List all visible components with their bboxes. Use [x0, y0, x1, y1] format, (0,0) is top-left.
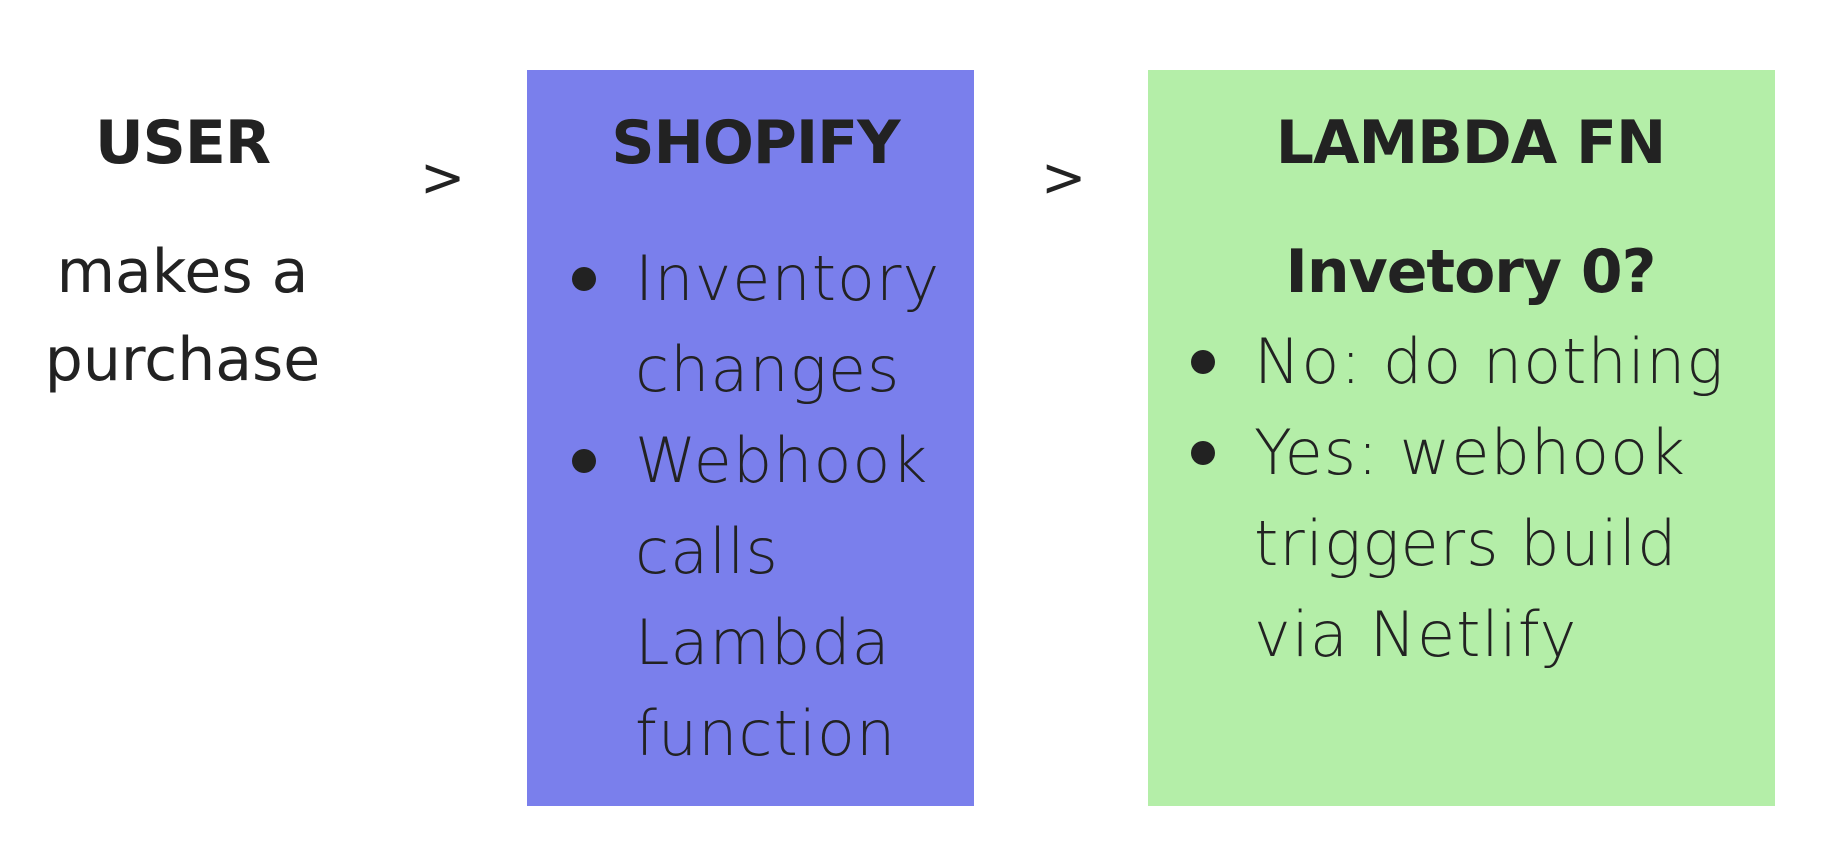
lambda-subtitle: Invetory 0? — [1285, 237, 1657, 307]
shopify-bullet-item: Webhook calls Lambda function — [567, 415, 944, 779]
shopify-bullet-list: Inventory changes Webhook calls Lambda f… — [567, 233, 944, 779]
user-description: makes a purchase — [44, 237, 321, 395]
lambda-title: LAMBDA FN — [1275, 108, 1666, 178]
shopify-box: SHOPIFY Inventory changes Webhook calls … — [527, 70, 974, 806]
lambda-bullet-list: No: do nothing Yes: webhook triggers bui… — [1186, 316, 1755, 680]
shopify-bullet-text: Webhook calls Lambda function — [635, 424, 929, 770]
bullet-dot-icon — [572, 267, 596, 291]
user-column: USER makes a purchase — [30, 70, 335, 404]
arrow-shopify-to-lambda: > — [1041, 146, 1087, 209]
bullet-dot-icon — [1191, 350, 1215, 374]
lambda-bullet-item: No: do nothing — [1186, 316, 1755, 407]
lambda-bullet-item: Yes: webhook triggers build via Netlify — [1186, 407, 1755, 680]
lambda-bullet-text: Yes: webhook triggers build via Netlify — [1254, 416, 1686, 671]
lambda-box: LAMBDA FN Invetory 0? No: do nothing Yes… — [1148, 70, 1775, 806]
shopify-bullet-text: Inventory changes — [635, 242, 941, 406]
shopify-title: SHOPIFY — [611, 108, 900, 178]
bullet-dot-icon — [1191, 441, 1215, 465]
shopify-bullet-item: Inventory changes — [567, 233, 944, 415]
arrow-user-to-shopify: > — [420, 146, 466, 209]
user-title: USER — [94, 108, 271, 178]
lambda-bullet-text: No: do nothing — [1254, 325, 1725, 398]
bullet-dot-icon — [572, 449, 596, 473]
